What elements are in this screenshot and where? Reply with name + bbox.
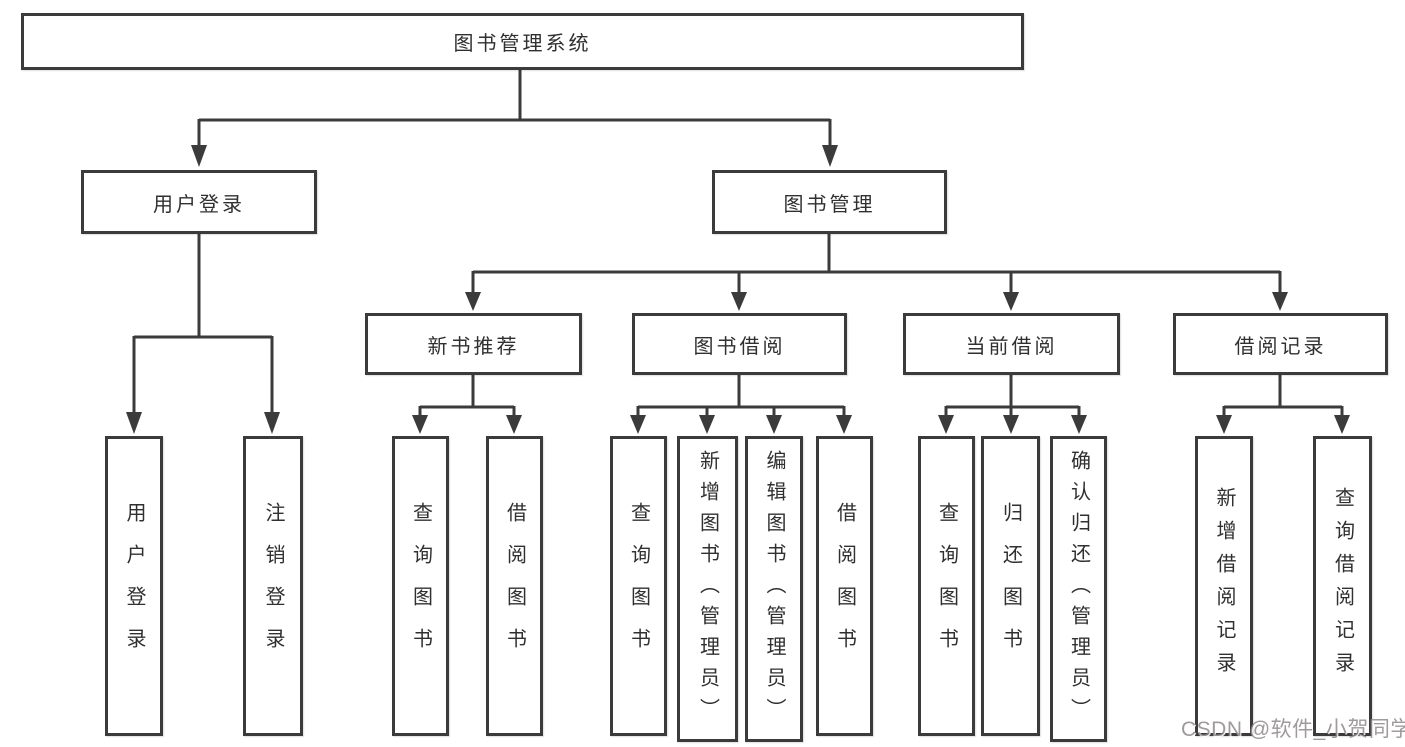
leaf-confirm-return-admin: 确认归还（管理员） — [1050, 436, 1107, 742]
node-current-borrow: 当前借阅 — [903, 313, 1120, 375]
leaf-query-books-recommend: 查询图书 — [392, 436, 449, 736]
leaf-query-books-current: 查询图书 — [918, 436, 975, 736]
leaf-query-borrow-record: 查询借阅记录 — [1313, 436, 1372, 736]
leaf-confirm-return-admin-label: 确认归还（管理员） — [1067, 449, 1090, 729]
node-new-book-recommend-label: 新书推荐 — [427, 335, 520, 358]
leaf-query-books-borrow: 查询图书 — [610, 436, 667, 736]
arrowheads — [126, 145, 1350, 434]
leaf-logout-label: 注销登录 — [262, 502, 284, 670]
leaf-user-login-label: 用户登录 — [123, 502, 145, 670]
node-root: 图书管理系统 — [21, 13, 1024, 70]
leaf-return-book-label: 归还图书 — [999, 502, 1022, 670]
node-book-borrow-label: 图书借阅 — [693, 335, 786, 358]
leaf-add-borrow-record: 新增借阅记录 — [1195, 436, 1253, 736]
leaf-user-login: 用户登录 — [105, 436, 163, 736]
node-user-login-label: 用户登录 — [153, 193, 245, 216]
leaf-add-book-admin: 新增图书（管理员） — [677, 436, 738, 742]
leaf-query-borrow-record-label: 查询借阅记录 — [1331, 487, 1354, 685]
node-book-borrow: 图书借阅 — [632, 313, 847, 375]
leaf-query-books-current-label: 查询图书 — [935, 502, 958, 670]
leaf-return-book: 归还图书 — [981, 436, 1040, 736]
leaf-borrow-books-recommend-label: 借阅图书 — [503, 502, 526, 670]
node-user-login: 用户登录 — [81, 170, 317, 234]
node-book-management: 图书管理 — [712, 170, 947, 234]
leaf-query-books-borrow-label: 查询图书 — [627, 502, 650, 670]
node-borrow-records-label: 借阅记录 — [1234, 335, 1327, 358]
leaf-borrow-books-label: 借阅图书 — [833, 502, 856, 670]
node-book-management-label: 图书管理 — [783, 193, 876, 216]
leaf-edit-book-admin: 编辑图书（管理员） — [745, 436, 803, 742]
leaf-borrow-books: 借阅图书 — [816, 436, 873, 736]
leaf-borrow-books-recommend: 借阅图书 — [486, 436, 543, 736]
leaf-query-books-recommend-label: 查询图书 — [409, 502, 432, 670]
leaf-add-book-admin-label: 新增图书（管理员） — [696, 449, 719, 729]
leaf-add-borrow-record-label: 新增借阅记录 — [1213, 487, 1235, 685]
node-current-borrow-label: 当前借阅 — [965, 335, 1058, 358]
node-root-label: 图书管理系统 — [453, 33, 592, 55]
node-borrow-records: 借阅记录 — [1173, 313, 1388, 375]
leaf-logout: 注销登录 — [243, 436, 303, 736]
leaf-edit-book-admin-label: 编辑图书（管理员） — [763, 449, 785, 729]
csdn-watermark: CSDN @软件_小贺同学 — [1181, 718, 1405, 741]
node-new-book-recommend: 新书推荐 — [365, 313, 582, 375]
